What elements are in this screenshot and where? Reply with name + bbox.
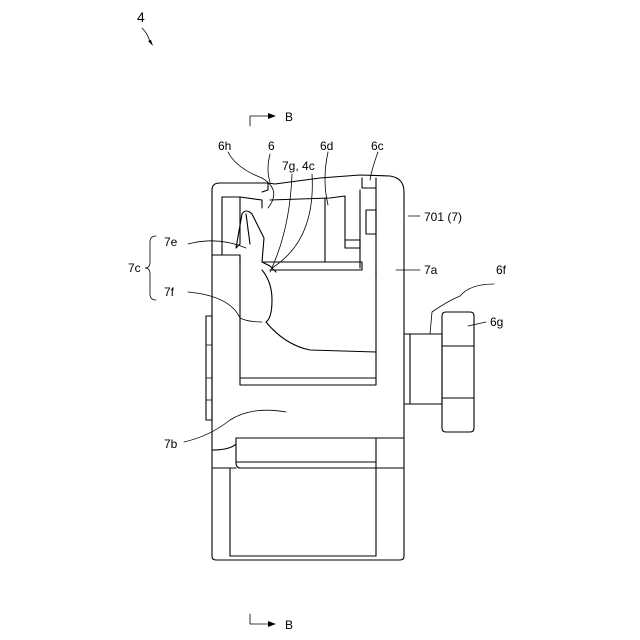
label-7g-4c: 7g, 4c [282,159,315,173]
section-marker-top: B [250,110,293,126]
label-6h: 6h [218,139,231,153]
label-7c: 7c [128,261,141,275]
lever-7e [236,211,276,272]
side-plate-strip [206,316,212,420]
section-label-top: B [285,110,293,124]
housing-body [212,175,404,560]
figure-number-arrowhead [148,40,153,46]
label-6d: 6d [320,139,333,153]
figure-number: 4 [137,9,145,25]
label-7e: 7e [164,235,178,249]
label-6f: 6f [496,263,507,277]
section-marker-bottom: B [250,614,293,632]
label-6c: 6c [371,139,384,153]
label-701-7: 701 (7) [424,210,462,224]
bracket-7c [145,236,156,300]
section-label-bottom: B [285,618,293,632]
label-6g: 6g [490,315,503,329]
nut-6g [442,312,474,432]
label-6: 6 [268,139,275,153]
label-7a: 7a [424,263,438,277]
figure-number-arrow [142,28,150,42]
label-7b: 7b [164,437,178,451]
label-7f: 7f [164,285,175,299]
shaft-6f [404,334,442,404]
